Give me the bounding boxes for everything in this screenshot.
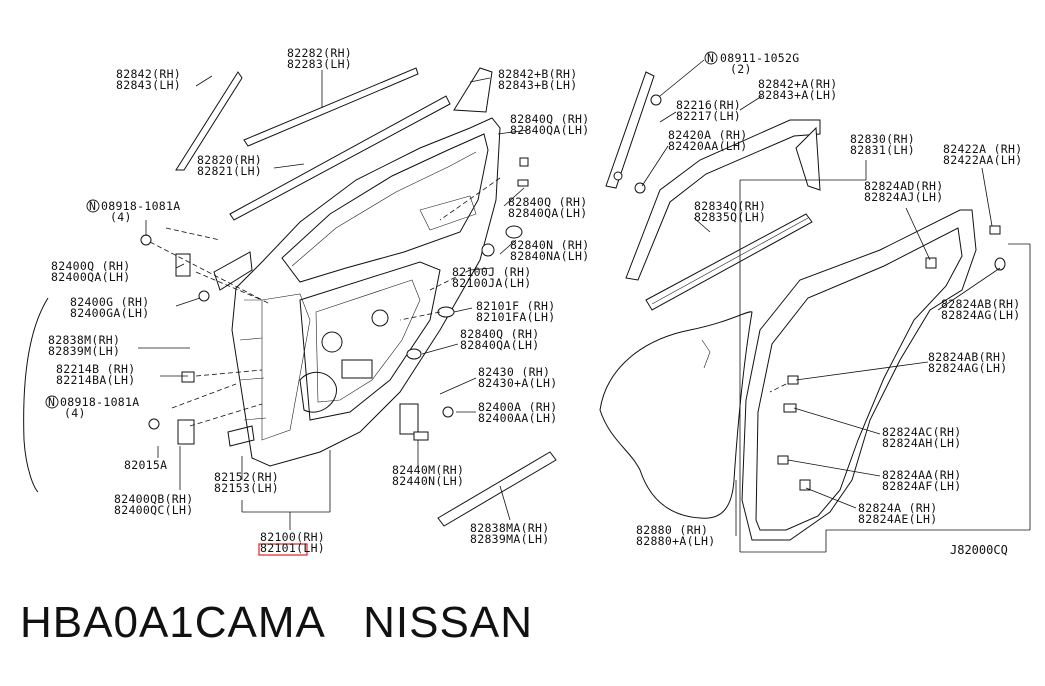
leader-lines-left [138, 70, 529, 530]
label-82214b: 82214B (RH)82214BA(LH) [56, 362, 135, 387]
caption-brand: NISSAN [363, 598, 533, 647]
lock-82430 [399, 403, 454, 441]
label-82842b: 82842+B(RH)82843+B(LH) [498, 67, 577, 92]
label-82830: 82830(RH)82831(LH) [850, 132, 915, 157]
label-82824a: 82824A (RH)82824AE(LH) [858, 501, 937, 526]
door-glass-82880 [599, 311, 753, 519]
label-82834q: 82834Q(RH)82835Q(LH) [694, 199, 766, 224]
label-82840q-3: 82840Q (RH)82840QA(LH) [460, 327, 539, 352]
weatherstrip-82820 [229, 95, 451, 221]
label-82100: 82100(RH)82101(LH) [260, 530, 325, 555]
label-82824ab-1: 82824AB(RH)82824AG(LH) [941, 297, 1020, 322]
corner-piece-82842b [453, 67, 493, 113]
label-82152: 82152(RH)82153(LH) [214, 470, 279, 495]
weatherstrip-82830 [741, 209, 977, 541]
label-82838ma: 82838MA(RH)82839MA(LH) [470, 521, 549, 546]
svg-text:N: N [89, 199, 96, 213]
seal-strip-82838m [23, 297, 49, 493]
label-82880: 82880 (RH)82880+A(LH) [636, 523, 715, 548]
label-82282: 82282(RH)82283(LH) [287, 46, 352, 71]
label-82015a: 82015A [124, 458, 167, 472]
label-82824ad: 82824AD(RH)82824AJ(LH) [864, 179, 943, 204]
leader-lines-right [641, 59, 1031, 553]
channel-strip-82842 [175, 71, 243, 171]
door-panel-illustration [213, 117, 501, 467]
label-82840q-2: 82840Q (RH)82840QA(LH) [508, 195, 587, 220]
label-82400qb: 82400QB(RH)82400QC(LH) [114, 492, 193, 517]
label-82840n: 82840N (RH)82840NA(LH) [510, 238, 589, 263]
hinge-82400qb [148, 371, 195, 445]
label-82216: 82216(RH)82217(LH) [676, 98, 741, 123]
frame-82842a [625, 119, 821, 281]
highlight-box [258, 543, 308, 556]
svg-text:N: N [707, 51, 714, 65]
label-82838m: 82838M(RH)82839M(LH) [48, 333, 120, 358]
sash-82216 [605, 71, 655, 189]
label-08918-b: 08918-1081A(4) [60, 395, 139, 420]
clips-82840 [406, 157, 529, 360]
diagram-reference-code: J82000CQ [950, 543, 1008, 557]
label-82400q: 82400Q (RH)82400QA(LH) [51, 259, 130, 284]
frame-corner [795, 126, 821, 191]
label-82824ab-2: 82824AB(RH)82824AG(LH) [928, 350, 1007, 375]
parts-diagram: 82282(RH)82283(LH) 82842(RH)82843(LH) 82… [23, 46, 1031, 557]
svg-text:N: N [48, 395, 55, 409]
garnish-82838ma [437, 451, 557, 527]
label-82430: 82430 (RH)82430+A(LH) [478, 365, 557, 390]
label-82422a: 82422A (RH)82422AA(LH) [943, 142, 1022, 167]
hinge-82400q [140, 234, 210, 302]
label-82420a: 82420A (RH)82420AA(LH) [668, 128, 747, 153]
label-82842: 82842(RH)82843(LH) [116, 67, 181, 92]
label-08918-a: 08918-1081A(4) [101, 199, 180, 224]
label-82824ac: 82824AC(RH)82824AH(LH) [882, 425, 961, 450]
label-82440m: 82440M(RH)82440N(LH) [392, 463, 464, 488]
label-82101f: 82101F (RH)82101FA(LH) [476, 299, 555, 324]
label-82400a: 82400A (RH)82400AA(LH) [478, 400, 557, 425]
label-82400g: 82400G (RH)82400GA(LH) [70, 295, 149, 320]
clips-82824 [613, 94, 1006, 491]
label-08911: 08911-1052G(2) [720, 51, 799, 76]
label-82820: 82820(RH)82821(LH) [197, 153, 262, 178]
label-82100j: 82100J (RH)82100JA(LH) [452, 265, 531, 290]
label-82824aa: 82824AA(RH)82824AF(LH) [882, 468, 961, 493]
n-marker-icons: N N N [45, 51, 718, 409]
part-caption: HBA0A1CAMA NISSAN [20, 598, 533, 648]
label-82842a: 82842+A(RH)82843+A(LH) [758, 77, 837, 102]
weatherstrip-82282 [243, 67, 419, 147]
label-82840q-1: 82840Q (RH)82840QA(LH) [510, 112, 589, 137]
belt-molding-82834q [645, 213, 813, 311]
caption-part-number: HBA0A1CAMA [20, 598, 324, 647]
